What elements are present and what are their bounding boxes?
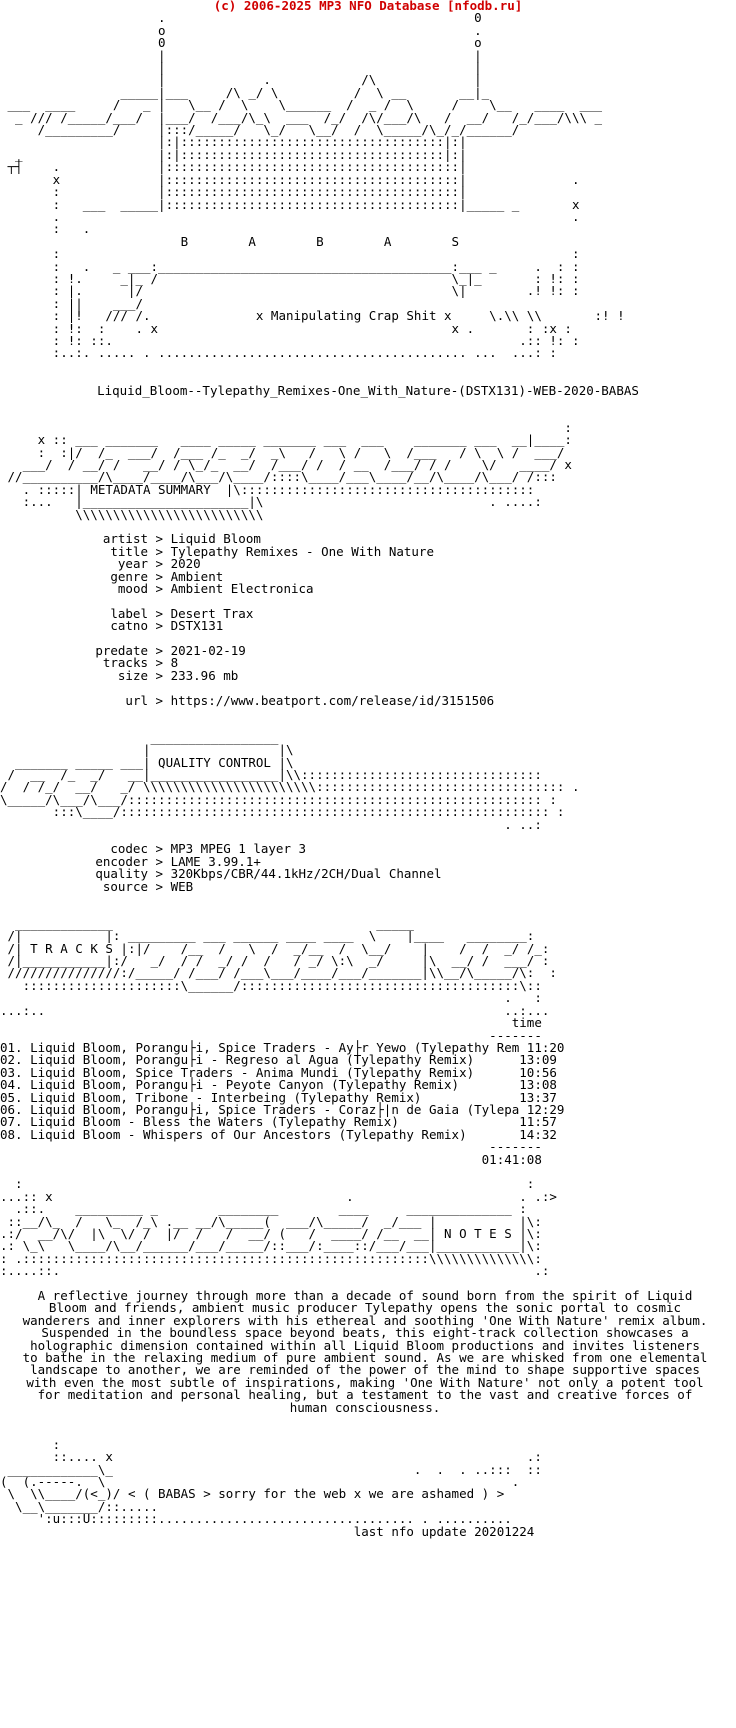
track-row: 04. Liquid Bloom, Porangu├i - Peyote Can… [0, 1077, 557, 1093]
logo-word: B A B A S [180, 233, 460, 249]
tracks-section-title: T R A C K S [30, 940, 113, 956]
babas-logo-art: . 0 o . 0 o | [7, 10, 603, 237]
meta-row-mood: mood > Ambient Electronica [0, 581, 736, 597]
logo-tagline-row: : |! /// /. x Manipulating Crap Shit x \… [0, 308, 625, 361]
track-row: 05. Liquid Bloom, Tribone - Interbeing (… [0, 1089, 557, 1105]
meta-value: 2020 [170, 556, 201, 572]
meta-key: year [117, 556, 148, 572]
metadata-list: artist > Liquid Bloom title > Tylepathy … [0, 531, 736, 708]
track-row: 02. Liquid Bloom, Porangu├i - Regreso al… [0, 1052, 557, 1068]
meta-key: url [125, 692, 148, 708]
quality-key: codec [110, 841, 148, 857]
meta-value: Tylepathy Remixes - One With Nature [170, 543, 434, 559]
meta-row-genre: genre > Ambient [0, 568, 736, 584]
meta-key: predate [95, 643, 148, 659]
track-row: 08. Liquid Bloom - Whispers of Our Ances… [0, 1126, 557, 1142]
quality-row-encoder: encoder > LAME 3.99.1+ [0, 853, 736, 869]
meta-key: artist [102, 531, 148, 547]
total-time-row: ------- 01:41:08 [481, 1139, 542, 1167]
meta-key: label [110, 605, 148, 621]
track-row: 03. Liquid Bloom, Spice Traders - Anima … [0, 1064, 557, 1080]
meta-value: Desert Trax [170, 605, 254, 621]
track-row: 01. Liquid Bloom, Porangu├i, Spice Trade… [0, 1039, 565, 1055]
meta-key: mood [117, 581, 148, 597]
meta-key: title [110, 543, 148, 559]
quality-value: 320Kbps/CBR/44.1kHz/2CH/Dual Channel [170, 866, 442, 882]
quality-value: MP3 MPEG 1 layer 3 [170, 841, 307, 857]
quality-header-art: _________________ | |\ _______ _____ ___… [0, 729, 580, 832]
footer-art: : ::.... x .: ____________\_ . . . ..:::… [0, 1436, 542, 1527]
meta-row-url: url > https://www.beatport.com/release/i… [0, 692, 736, 708]
track-list: 01. Liquid Bloom, Porangu├i, Spice Trade… [0, 1039, 736, 1142]
meta-row-label: label > Desert Trax [0, 605, 736, 621]
meta-row-title: title > Tylepathy Remixes - One With Nat… [0, 543, 736, 559]
meta-value: Liquid Bloom [170, 531, 261, 547]
meta-value: 233.96 mb [170, 667, 239, 683]
meta-row-year: year > 2020 [0, 556, 736, 572]
quality-row-codec: codec > MP3 MPEG 1 layer 3 [0, 841, 736, 857]
metadata-section-title: METADATA SUMMARY [90, 481, 211, 497]
meta-value: 8 [170, 655, 179, 671]
tracks-header-art: _____________ _____ /| |: _________ ___ … [0, 915, 557, 1018]
logo-tagline: x Manipulating Crap Shit x [255, 308, 452, 324]
meta-row-artist: artist > Liquid Bloom [0, 531, 736, 547]
logo-frame-art: : : : . _ ___:__________________________… [52, 246, 580, 311]
track-row: 06. Liquid Bloom, Porangu├i, Spice Trade… [0, 1101, 565, 1117]
meta-key: size [117, 667, 148, 683]
release-name: Liquid_Bloom--Tylepathy_Remixes-One_With… [97, 382, 639, 398]
nfodb-banner: (c) 2006-2025 MP3 NFO Database [nfodb.ru… [213, 0, 523, 13]
notes-section-title: N O T E S [444, 1226, 512, 1241]
meta-value: Ambient [170, 568, 224, 584]
quality-row-source: source > WEB [0, 878, 736, 894]
meta-row-tracks: tracks > 8 [0, 655, 736, 671]
meta-value: DSTX131 [170, 618, 224, 634]
nfo-document: (c) 2006-2025 MP3 NFO Database [nfodb.ru… [0, 0, 736, 1539]
quality-key: quality [95, 866, 148, 882]
quality-section-title: QUALITY CONTROL [158, 754, 271, 770]
meta-row-size: size > 233.96 mb [0, 667, 736, 683]
quality-value: WEB [170, 878, 194, 894]
total-time: 01:41:08 [481, 1151, 542, 1167]
quality-row-quality: quality > 320Kbps/CBR/44.1kHz/2CH/Dual C… [0, 866, 736, 882]
last-update-row: last nfo update 20201224 [0, 1523, 736, 1539]
logo-letters: B A B A S [0, 233, 736, 249]
metadata-header-art: : x :: ___ _______ ____ _____ _______ __… [7, 419, 572, 522]
meta-url[interactable]: https://www.beatport.com/release/id/3151… [170, 692, 495, 708]
quality-list: codec > MP3 MPEG 1 layer 3 encoder > LAM… [0, 841, 736, 894]
meta-key: tracks [102, 655, 148, 671]
apology-text: < ( BABAS > sorry for the web x we are a… [127, 1486, 505, 1502]
meta-value: 2021-02-19 [170, 643, 246, 659]
quality-value: LAME 3.99.1+ [170, 853, 261, 869]
notes-text: A reflective journey through more than a… [22, 1288, 708, 1415]
quality-key: source [102, 878, 148, 894]
time-header-row: time ------- [489, 1015, 542, 1043]
quality-key: encoder [95, 853, 148, 869]
meta-row-catno: catno > DSTX131 [0, 618, 736, 634]
meta-row-predate: predate > 2021-02-19 [0, 643, 736, 659]
meta-value: Ambient Electronica [170, 581, 314, 597]
last-update: last nfo update 20201224 [353, 1523, 535, 1539]
meta-key: genre [110, 568, 148, 584]
track-row: 07. Liquid Bloom - Bless the Waters (Tyl… [0, 1114, 557, 1130]
meta-key: catno [110, 618, 148, 634]
time-header: time [511, 1015, 542, 1031]
notes-header-art: : : ...:: x . . .:> .::. _________ _ ___… [0, 1176, 557, 1279]
